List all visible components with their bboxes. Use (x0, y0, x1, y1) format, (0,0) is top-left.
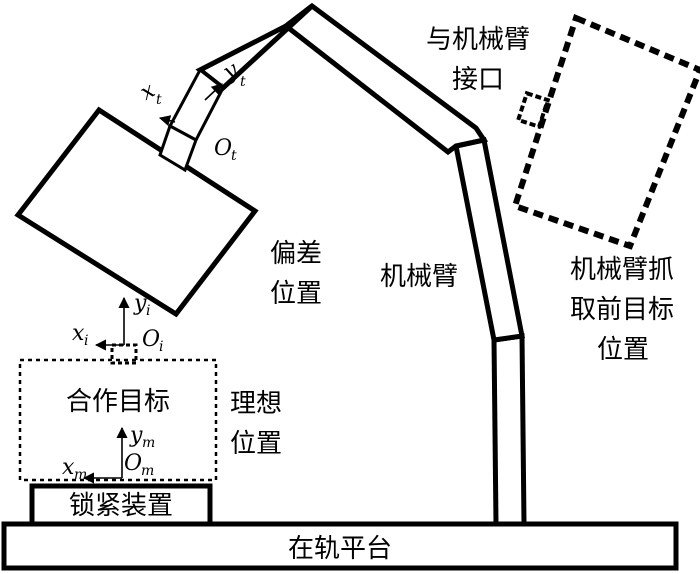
robot-arm-label: 机械臂 (380, 262, 458, 292)
cooperative-target-ideal (18, 358, 218, 482)
frame-m-origin-label: O (124, 451, 142, 476)
frame-t-y-sub: t (240, 74, 246, 90)
frame-i-origin-label: O (142, 327, 160, 352)
frame-m-x-sub: m (74, 467, 87, 483)
offset-position-label-2: 位置 (270, 279, 322, 309)
frame-m: x m y m O m (62, 423, 155, 484)
robot-arm (158, 2, 527, 527)
frame-t-x-axis (158, 115, 176, 127)
frame-m-origin-sub: m (141, 463, 154, 479)
arm-forearm-link (195, 4, 314, 92)
frame-i: x i y i O i (72, 291, 163, 365)
arm-interface-label-1: 与机械臂 (426, 25, 530, 55)
arm-base-link (491, 333, 527, 527)
frame-i-y-label: y (133, 291, 147, 316)
frame-m-x-label: x (62, 455, 75, 480)
frame-i-origin-sub: i (159, 339, 163, 355)
frame-t-x-sub: t (156, 92, 162, 108)
frame-m-y-label: y (129, 423, 143, 448)
arm-interface-marker (515, 90, 551, 130)
platform-label: 在轨平台 (288, 534, 392, 564)
arm-end-effector (158, 123, 198, 173)
frame-m-y-sub: m (142, 435, 155, 451)
lock-device-label: 锁紧装置 (69, 491, 173, 521)
frame-t-origin-sub: t (231, 148, 237, 164)
ideal-position-label-1: 理想 (230, 389, 282, 419)
frame-t-y-axis (204, 83, 223, 101)
frame-i-x-sub: i (84, 333, 88, 349)
target-pre-grasp (511, 13, 700, 250)
frame-i-x-label: x (72, 321, 85, 346)
frame-t-origin-label: O (214, 136, 232, 161)
grasp-target-label-1: 机械臂抓 (570, 255, 674, 285)
grasp-target-label-3: 位置 (597, 335, 649, 365)
arm-interface-label-2: 接口 (452, 65, 504, 95)
on-orbit-platform (1, 521, 679, 571)
locking-device (29, 483, 213, 527)
offset-position-label-1: 偏差 (270, 239, 322, 269)
arm-lower-link (453, 137, 525, 343)
frame-i-y-sub: i (146, 303, 150, 319)
cooperative-target-label: 合作目标 (66, 387, 170, 417)
cooperative-target-offset (14, 106, 259, 318)
grasp-target-label-2: 取前目标 (570, 295, 674, 325)
ideal-position-label-2: 位置 (230, 429, 282, 459)
